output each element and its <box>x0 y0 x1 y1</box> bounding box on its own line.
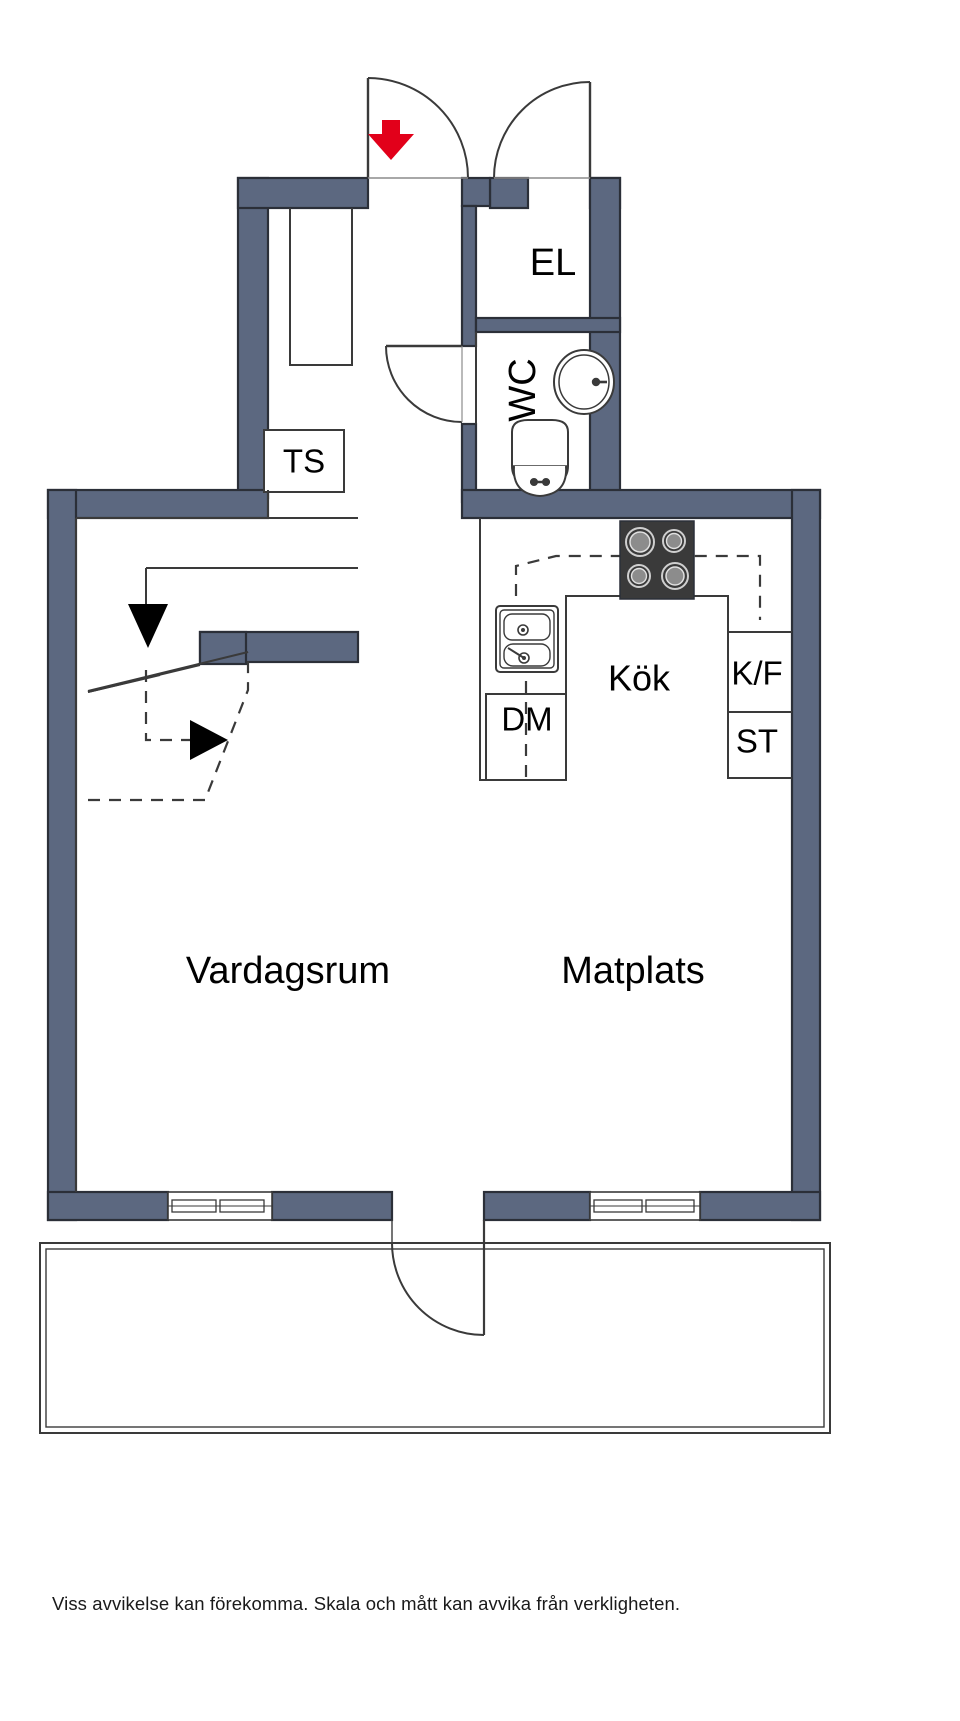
entrance-arrow <box>368 120 414 160</box>
interior-thin-lines <box>75 208 792 1192</box>
room-label-el: EL <box>530 242 576 284</box>
room-label-ts: TS <box>283 443 325 480</box>
dining-room-window <box>589 1191 701 1221</box>
living-room-window <box>167 1191 273 1221</box>
walls <box>46 176 822 1222</box>
stove-cooktop <box>619 520 695 600</box>
room-label-wc: WC <box>502 358 544 421</box>
balcony-door[interactable] <box>391 1220 486 1336</box>
ceiling-slope-arrow-right <box>190 720 228 760</box>
room-label-matplats: Matplats <box>561 950 705 992</box>
room-label-kok: Kök <box>608 658 671 699</box>
disclaimer-caption: Viss avvikelse kan förekomma. Skala och … <box>52 1593 681 1614</box>
room-label-kf: K/F <box>731 655 782 692</box>
toilet <box>511 419 569 498</box>
wc-door[interactable] <box>385 344 463 423</box>
room-label-vardagsrum: Vardagsrum <box>186 950 390 992</box>
el-closet-door[interactable] <box>493 81 592 179</box>
room-label-dm: DM <box>501 701 552 738</box>
entrance-door[interactable] <box>366 77 469 179</box>
room-label-st: ST <box>736 723 778 760</box>
wash-basin <box>553 349 615 415</box>
ceiling-slope-arrow-down <box>128 604 168 648</box>
balcony-outline <box>39 1242 831 1434</box>
kitchen-sink <box>495 605 559 673</box>
